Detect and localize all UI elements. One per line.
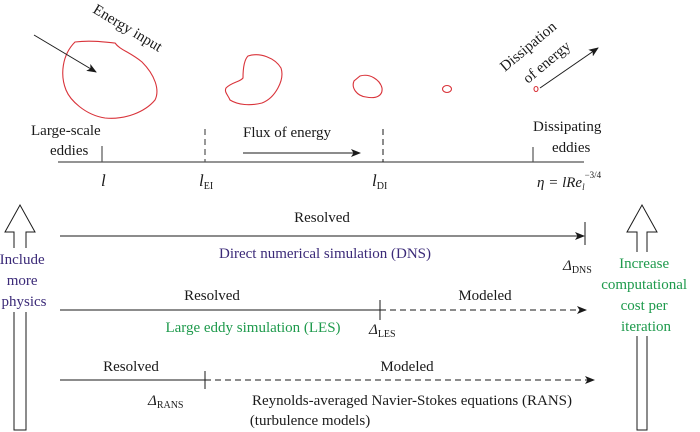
left-line-2: more: [7, 273, 38, 289]
delta-les: ΔLES: [368, 322, 396, 340]
rans-label-2: (turbulence models): [250, 413, 370, 429]
l-di-l: l: [372, 171, 377, 190]
l-ei-sub: EI: [204, 181, 213, 192]
energy-input-label: Energy input: [90, 2, 165, 56]
les-label: Large eddy simulation (LES): [165, 320, 340, 336]
dissipation-arrow: [539, 47, 599, 89]
rans-resolved: Resolved: [103, 359, 159, 375]
left-hollow-up-arrow: [4, 203, 36, 431]
delta-les-sub: LES: [378, 329, 396, 340]
les-resolved: Resolved: [184, 288, 240, 304]
right-hollow-up-arrow: [626, 203, 658, 431]
eta-sub: l: [582, 182, 585, 192]
smallest-eddy: [533, 85, 539, 93]
les-modeled: Modeled: [458, 288, 512, 304]
l-ei-l: l: [199, 171, 204, 190]
tiny-eddy: [441, 84, 453, 94]
eta-formula: η = lRel−3/4: [537, 170, 602, 192]
delta-rans-symbol: Δ: [147, 393, 157, 409]
dns-resolved: Resolved: [294, 210, 350, 226]
energy-input-arrow: [33, 34, 97, 73]
left-line-3: physics: [2, 294, 47, 310]
dns-label: Direct numerical simulation (DNS): [219, 246, 431, 262]
dissipating-label-1: Dissipating: [533, 119, 602, 135]
large-eddy: [62, 40, 158, 119]
delta-dns-symbol: Δ: [562, 258, 572, 274]
rans-label: Reynolds-averaged Navier-Stokes equation…: [252, 393, 572, 409]
eta-sup: −3/4: [585, 170, 602, 180]
increase-cost: Increase computational cost per iteratio…: [601, 256, 691, 335]
delta-dns-sub: DNS: [572, 265, 592, 276]
medium-eddy: [224, 54, 283, 106]
l-ei-symbol: lEI: [199, 171, 213, 192]
include-more-physics: Include more physics: [0, 252, 48, 310]
right-line-3: cost per: [621, 298, 668, 314]
small-eddy: [352, 74, 383, 99]
delta-dns: ΔDNS: [562, 258, 592, 276]
right-line-2: computational: [601, 277, 687, 293]
eta-main: η = lRe: [537, 175, 582, 191]
right-line-1: Increase: [619, 256, 669, 272]
rans-modeled: Modeled: [380, 359, 434, 375]
large-scale-label-2: eddies: [50, 143, 88, 159]
large-scale-label-1: Large-scale: [31, 123, 101, 139]
l-di-sub: DI: [377, 181, 388, 192]
l-symbol: l: [101, 171, 106, 190]
delta-les-symbol: Δ: [368, 322, 378, 338]
flux-label: Flux of energy: [243, 125, 332, 141]
delta-rans: ΔRANS: [147, 393, 184, 411]
l-di-symbol: lDI: [372, 171, 387, 192]
left-line-1: Include: [0, 252, 45, 268]
dissipating-label-2: eddies: [552, 140, 590, 156]
right-line-4: iteration: [621, 319, 671, 335]
delta-rans-sub: RANS: [157, 400, 184, 411]
